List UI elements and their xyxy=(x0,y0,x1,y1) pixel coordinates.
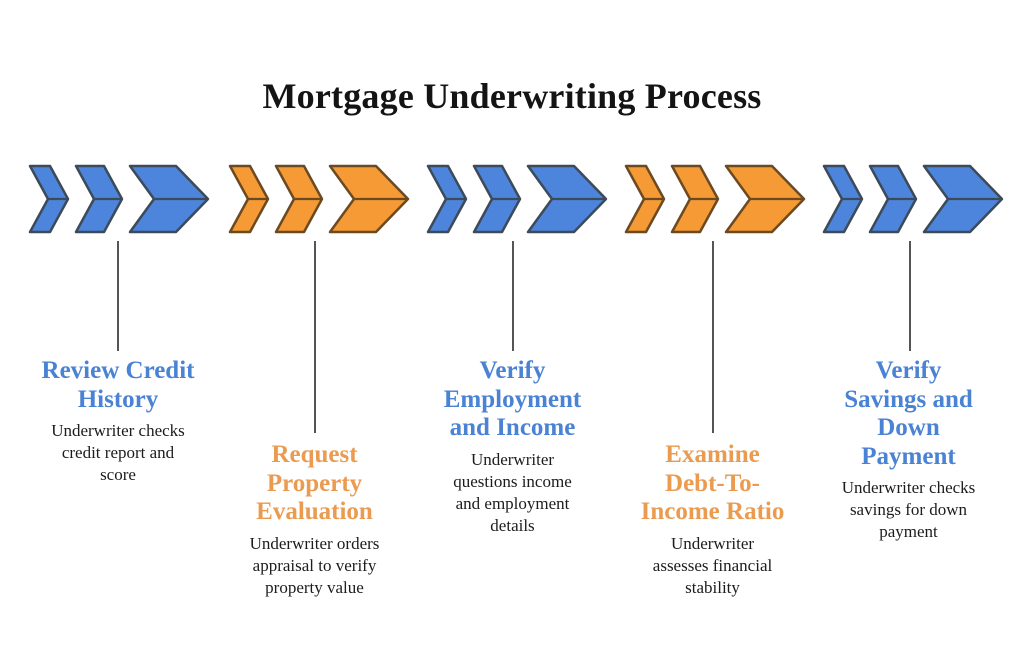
page-title: Mortgage Underwriting Process xyxy=(262,76,762,116)
step-heading-1: Review Credit History xyxy=(41,357,195,413)
step-label-1: Review Credit History Underwriter checks… xyxy=(13,357,223,486)
triple-chevron-arrow-icon xyxy=(228,164,410,234)
connector-line-1 xyxy=(117,241,119,351)
triple-chevron-arrow-icon xyxy=(822,164,1004,234)
step-heading-2: Request Property Evaluation xyxy=(256,441,373,525)
step-label-5: Verify Savings and Down Payment Underwri… xyxy=(806,357,1011,543)
step-description-4: Underwriter assesses financial stability xyxy=(652,533,773,597)
step-description-5: Underwriter checks savings for down paym… xyxy=(841,478,976,541)
chevron-arrow-group-5 xyxy=(818,163,1008,235)
step-label-3: Verify Employment and Income Underwriter… xyxy=(410,357,615,537)
triple-chevron-arrow-icon xyxy=(426,164,608,234)
step-heading-5: Verify Savings and Down Payment xyxy=(844,357,973,470)
chevron-arrow-group-2 xyxy=(224,163,414,235)
step-label-4: Examine Debt-To- Income Ratio Underwrite… xyxy=(610,441,815,599)
chevron-arrow-group-4 xyxy=(620,163,810,235)
step-description-3: Underwriter questions income and employm… xyxy=(453,449,572,535)
connector-line-5 xyxy=(909,241,911,351)
connector-line-2 xyxy=(314,241,316,433)
step-heading-4: Examine Debt-To- Income Ratio xyxy=(640,441,785,525)
triple-chevron-arrow-icon xyxy=(28,164,210,234)
step-description-1: Underwriter checks credit report and sco… xyxy=(51,421,185,484)
triple-chevron-arrow-icon xyxy=(624,164,806,234)
connector-line-3 xyxy=(512,241,514,351)
step-heading-3: Verify Employment and Income xyxy=(443,357,582,441)
step-label-2: Request Property Evaluation Underwriter … xyxy=(212,441,417,599)
step-description-2: Underwriter orders appraisal to verify p… xyxy=(249,533,380,597)
connector-line-4 xyxy=(712,241,714,433)
chevron-arrow-group-3 xyxy=(422,163,612,235)
chevron-arrow-group-1 xyxy=(24,163,214,235)
